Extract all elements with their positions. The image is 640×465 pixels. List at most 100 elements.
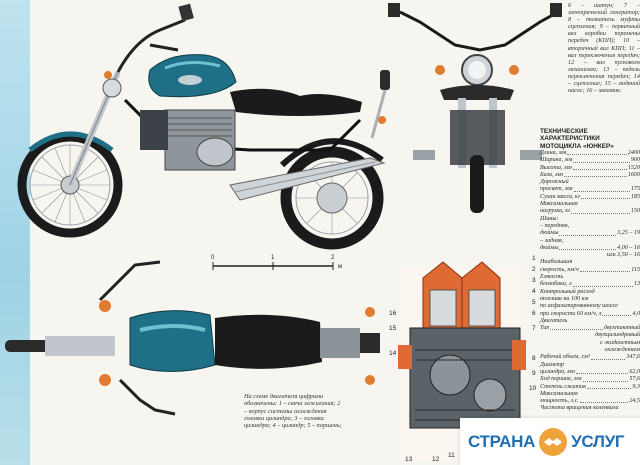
spec-leader-dots	[579, 391, 639, 396]
specs-title: ТЕХНИЧЕСКИЕ ХАРАКТЕРИСТИКИ МОТОЦИКЛА «ЮН…	[540, 128, 614, 150]
side-view-motorcycle	[17, 3, 390, 250]
spec-label: мощность, л.с.	[540, 398, 579, 405]
spec-leader-dots	[541, 252, 606, 257]
spec-leader-dots	[563, 172, 627, 178]
spec-label: дюймы	[540, 244, 559, 251]
spec-leader-dots	[570, 179, 639, 184]
spec-row: или 3,50 – 16	[540, 252, 640, 259]
spec-value: 347,6	[626, 354, 640, 361]
spec-label: Максимальная	[540, 390, 578, 397]
spec-label: Диаметр	[540, 361, 564, 368]
page-edge-strip	[0, 0, 30, 465]
watermark-left-text: СТРАНА	[468, 431, 536, 451]
spec-label: бензобака, л	[540, 281, 572, 288]
parts-legend-continued: 6 – шатун; 7 – электрический генератор; …	[568, 2, 640, 95]
spec-label: Длина, мм	[540, 150, 567, 156]
callout-16: 16	[389, 310, 397, 317]
spec-value: с жидкостным	[600, 339, 640, 346]
spec-value: охлаждением	[604, 347, 640, 354]
spec-value: 9,3	[632, 383, 640, 390]
callout-7: 7	[532, 325, 536, 332]
spec-label: – задняя,	[540, 237, 564, 244]
spec-row: двухцилиндровый	[540, 332, 640, 339]
spec-value: 900	[630, 157, 640, 164]
callout-1: 1	[532, 255, 536, 262]
spec-leader-dots	[582, 376, 629, 382]
spec-label: дюймы	[540, 230, 559, 237]
scale-label-one: 1	[271, 255, 275, 261]
spec-leader-dots	[560, 216, 639, 221]
spec-row: Частота вращения коленвала	[540, 405, 640, 412]
callout-8: 8	[532, 355, 536, 362]
spec-value: 150	[630, 208, 640, 215]
callout-4: 4	[532, 288, 536, 295]
spec-value: 115	[631, 266, 640, 273]
spec-row: Диаметр	[540, 362, 640, 369]
spec-row: Дорожный	[540, 179, 640, 186]
callout-3: 3	[532, 277, 536, 284]
spec-leader-dots	[589, 296, 639, 301]
callout-10: 10	[529, 385, 537, 392]
scale-label-zero: 0	[211, 255, 215, 261]
spec-label: Тип	[540, 325, 550, 332]
spec-row: – задняя,	[540, 238, 640, 245]
spec-row: топлива на 100 км	[540, 296, 640, 303]
spec-leader-dots	[559, 245, 617, 251]
spec-leader-dots	[570, 223, 639, 228]
engine-legend-caption: На схеме двигателя цифрами обозначены: 1…	[244, 393, 342, 430]
spec-value: 3,25 – 19	[617, 230, 640, 237]
handshake-icon	[539, 427, 568, 456]
spec-label: Рабочий объем, см³	[540, 354, 590, 361]
spec-row: – передняя,	[540, 223, 640, 230]
spec-leader-dots	[581, 194, 630, 200]
spec-leader-dots	[564, 238, 639, 243]
spec-row: охлаждением	[540, 347, 640, 354]
spec-row: нагрузка, кг 150	[540, 208, 640, 215]
spec-leader-dots	[579, 398, 629, 404]
spec-label: по асфальтированному шоссе	[540, 303, 618, 310]
spec-leader-dots	[541, 340, 599, 345]
spec-label: Дорожный	[540, 179, 569, 186]
spec-label: Шины:	[540, 215, 559, 222]
spec-leader-dots	[573, 186, 630, 192]
spec-row: бензобака, л 13	[540, 281, 640, 288]
spec-leader-dots	[572, 281, 633, 287]
spec-label: Высота, мм	[540, 164, 572, 171]
callout-12: 12	[432, 456, 440, 463]
spec-leader-dots	[571, 208, 630, 214]
spec-row: Емкость	[540, 274, 640, 281]
spec-row: Максимальная	[540, 201, 640, 208]
spec-label: нагрузка, кг	[540, 208, 571, 215]
spec-value: 4,00 – 16	[617, 244, 640, 251]
spec-label: просвет, мм	[540, 186, 573, 193]
spec-leader-dots	[573, 157, 630, 163]
site-watermark: СТРАНА УСЛУГ	[460, 418, 640, 465]
spec-row: Двигатель	[540, 318, 640, 325]
spec-row: с жидкостным	[540, 340, 640, 347]
spec-value: 1520	[627, 164, 640, 171]
spec-leader-dots	[559, 230, 617, 236]
spec-row: дюймы 4,00 – 16	[540, 245, 640, 252]
spec-leader-dots	[620, 405, 639, 410]
spec-value: 57,6	[629, 376, 640, 383]
front-view-motorcycle	[388, 3, 562, 213]
spec-leader-dots	[541, 347, 604, 352]
spec-value: 185	[630, 193, 640, 200]
spec-label: Максимальная	[540, 201, 578, 208]
watermark-right-text: УСЛУГ	[571, 431, 625, 451]
spec-leader-dots	[567, 150, 627, 156]
spec-row: по асфальтированному шоссе	[540, 303, 640, 310]
callout-9: 9	[532, 370, 536, 377]
spec-leader-dots	[568, 318, 639, 323]
spec-value: 13	[633, 281, 640, 288]
